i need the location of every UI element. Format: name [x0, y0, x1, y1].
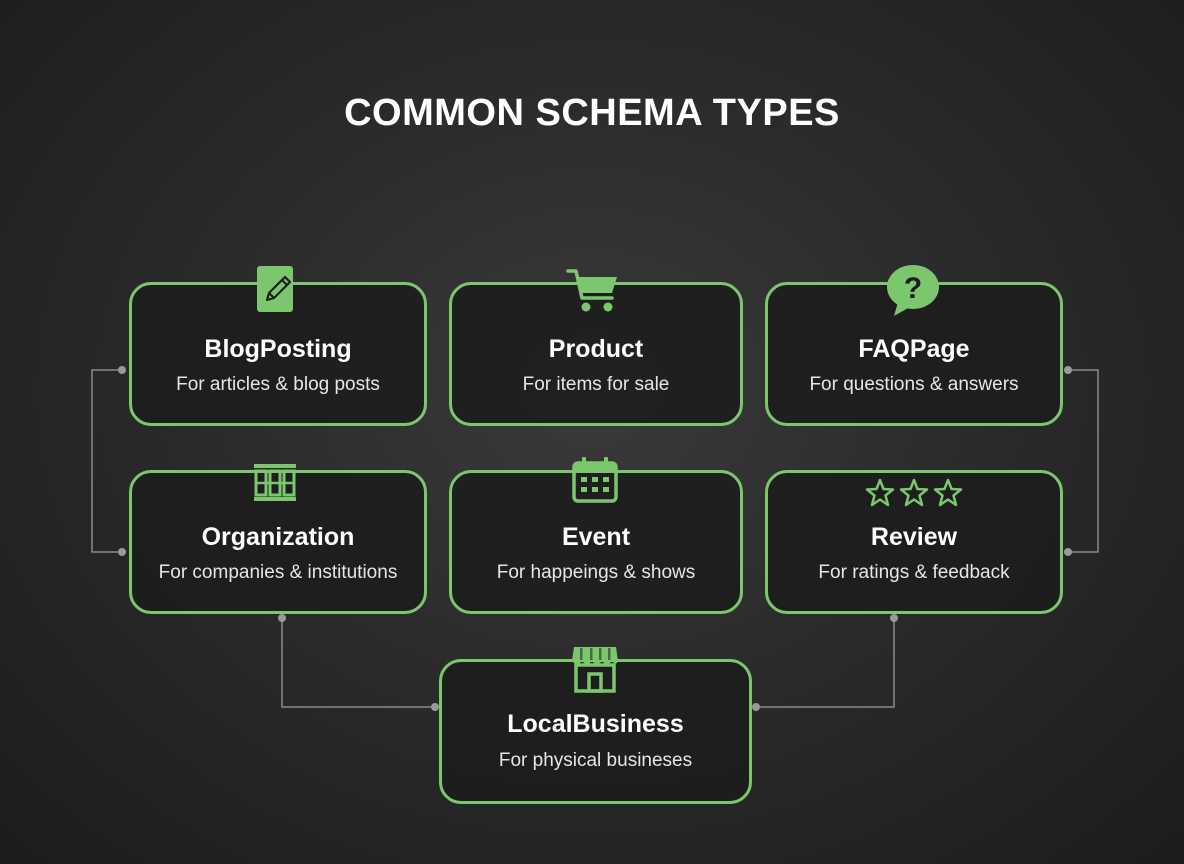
svg-text:?: ?	[904, 272, 922, 305]
card-description: For ratings & feedback	[818, 562, 1010, 583]
card-description: For companies & institutions	[158, 562, 398, 583]
edit-document-icon	[255, 264, 299, 314]
stars-icon	[864, 477, 964, 509]
card-localbusiness: LocalBusiness For physical busineses	[439, 659, 752, 804]
storefront-icon	[570, 645, 620, 693]
card-title: Review	[870, 523, 958, 551]
card-review: Review For ratings & feedback	[765, 470, 1063, 614]
card-description: For physical busineses	[498, 750, 693, 771]
page-title: COMMON SCHEMA TYPES	[344, 92, 840, 134]
card-title: FAQPage	[858, 335, 970, 363]
card-description: For items for sale	[522, 374, 670, 395]
card-title: BlogPosting	[204, 335, 352, 363]
card-product: Product For items for sale	[449, 282, 743, 426]
card-description: For questions & answers	[809, 374, 1019, 395]
calendar-icon	[571, 456, 619, 504]
shopping-cart-icon	[565, 266, 621, 314]
card-description: For happeings & shows	[496, 562, 696, 583]
card-description: For articles & blog posts	[176, 374, 380, 395]
building-icon	[251, 463, 299, 503]
card-title: Organization	[201, 523, 355, 551]
card-title: Product	[548, 335, 644, 363]
question-bubble-icon: ?	[884, 262, 942, 318]
card-title: LocalBusiness	[507, 710, 684, 738]
card-title: Event	[561, 523, 631, 551]
card-event: Event For happeings & shows	[449, 470, 743, 614]
